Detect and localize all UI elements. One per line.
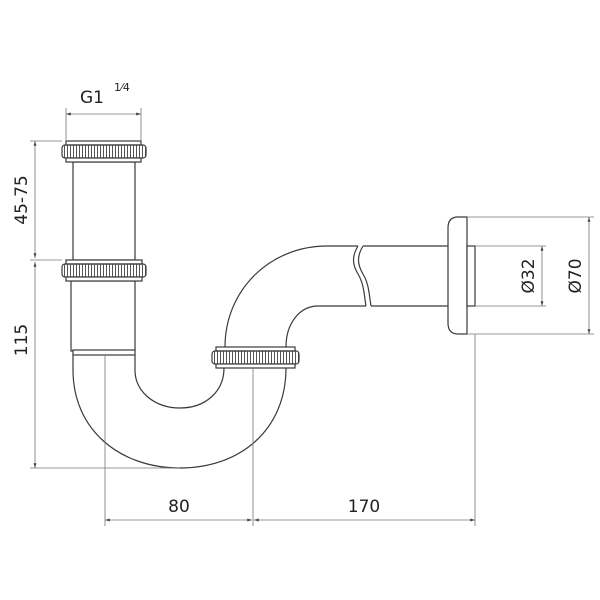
offset-horizontal-label: 80 — [168, 497, 190, 517]
height-adjustable-label: 45-75 — [12, 175, 32, 224]
rising-bend-inner — [285, 305, 366, 348]
height-lower-label: 115 — [12, 324, 32, 356]
dimension-left: 45-75 115 — [12, 140, 180, 469]
pipe-diameter-label: Ø32 — [519, 258, 539, 293]
length-horizontal-label: 170 — [348, 497, 380, 517]
nut-middle — [61, 259, 147, 282]
thread-label: G1 — [80, 88, 104, 108]
dimension-right: Ø32 Ø70 — [467, 216, 594, 335]
thread-fraction-label: 1⁄4 — [114, 81, 130, 94]
dimension-thread: G1 1⁄4 — [65, 81, 142, 141]
tube-collar — [72, 349, 136, 356]
u-bend-inner — [134, 355, 225, 409]
wall-pipe-end — [466, 245, 476, 307]
break-line-right — [357, 245, 372, 307]
nut-top — [61, 140, 147, 163]
nut-right — [211, 346, 300, 369]
flange-diameter-label: Ø70 — [566, 258, 586, 293]
break-line-left — [352, 245, 367, 307]
wall-flange — [447, 216, 468, 335]
upper-tube — [72, 161, 136, 261]
lower-tube — [70, 280, 136, 352]
rising-bend-outer — [224, 245, 358, 348]
dimension-bottom: 80 170 — [104, 334, 476, 526]
siphon-body — [70, 161, 476, 469]
